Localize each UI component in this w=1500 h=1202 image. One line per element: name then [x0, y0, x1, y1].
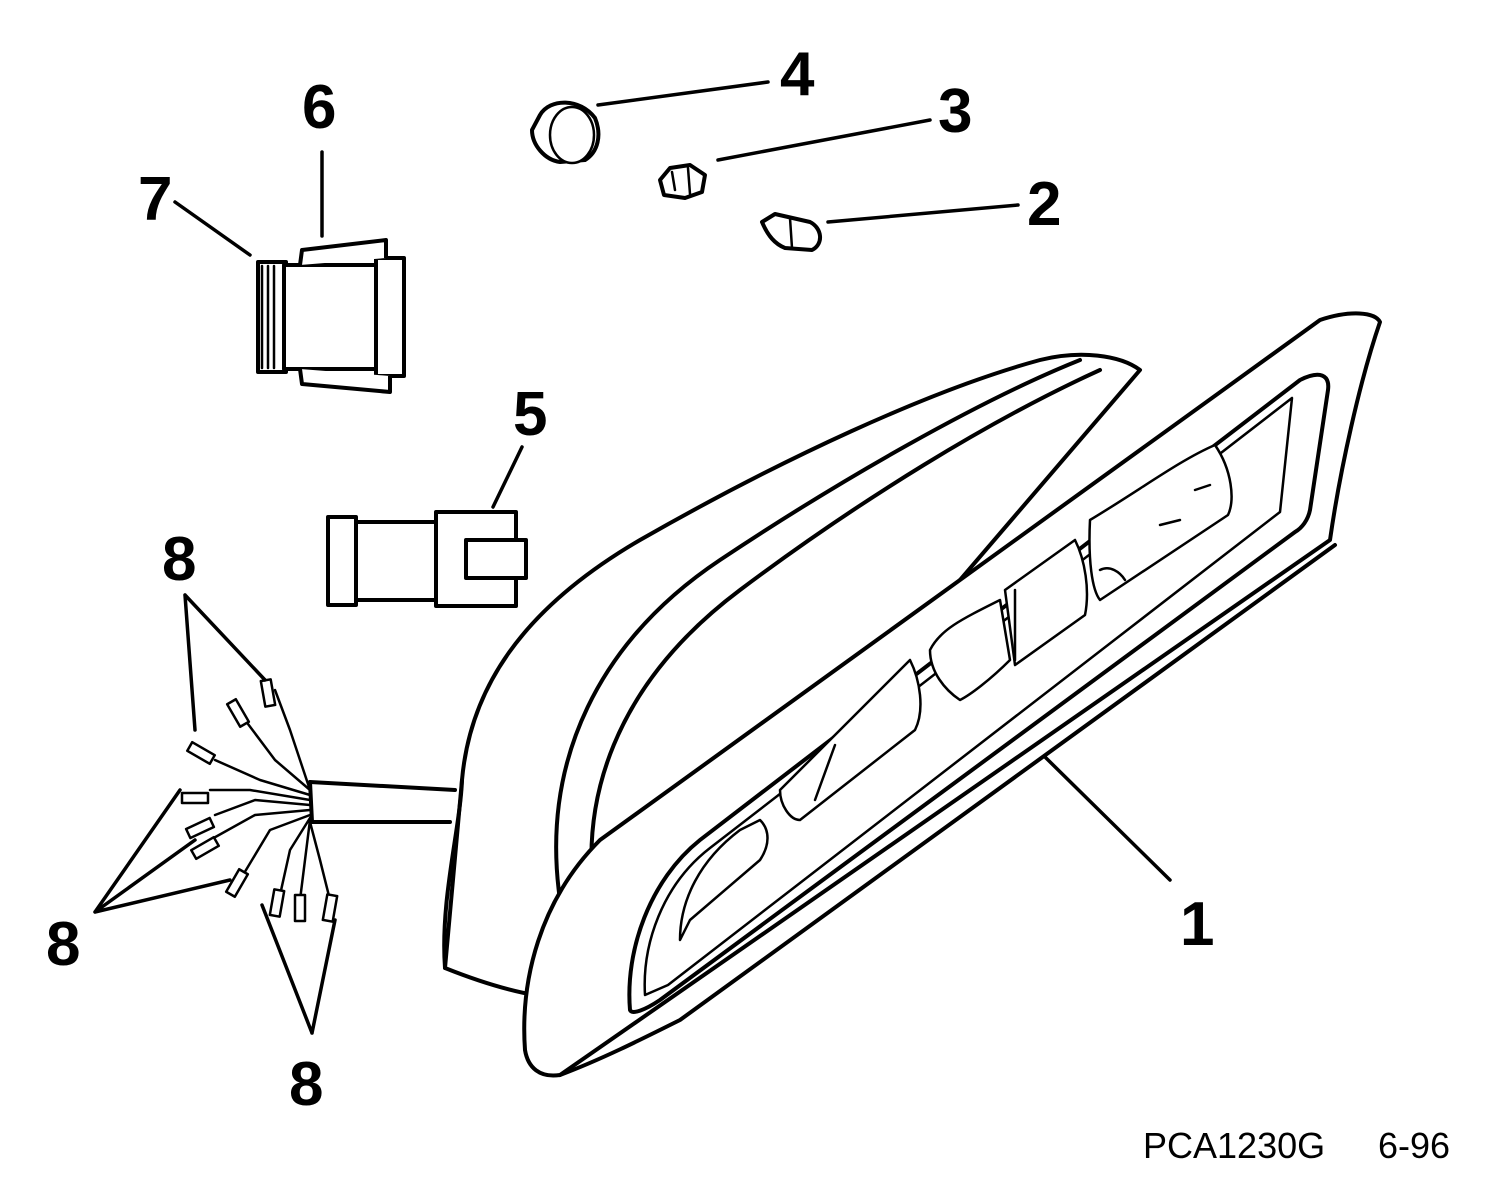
figure-date: 6-96 [1378, 1125, 1450, 1166]
instrument-cluster-part [308, 311, 1382, 1078]
callout-7: 7 [138, 165, 172, 234]
switch-part-6-7 [173, 150, 406, 394]
figure-code: PCA1230G [1143, 1125, 1325, 1166]
callout-2: 2 [1027, 170, 1061, 239]
wire-terminals-part [93, 593, 339, 1035]
callout-6: 6 [302, 73, 336, 142]
callout-3: 3 [938, 77, 972, 146]
connector-part-5 [326, 445, 528, 608]
callout-4: 4 [780, 40, 815, 109]
socket-cap-part-4 [530, 80, 770, 165]
callout-8-top: 8 [162, 525, 196, 594]
callout-5: 5 [513, 380, 547, 449]
callout-1: 1 [1180, 890, 1214, 959]
leader-part-1 [1043, 755, 1172, 882]
bulb-socket-part-3 [658, 118, 932, 200]
callout-8-left: 8 [46, 910, 80, 979]
bulb-part-2 [760, 203, 1020, 252]
callout-8-bottom: 8 [289, 1050, 323, 1119]
